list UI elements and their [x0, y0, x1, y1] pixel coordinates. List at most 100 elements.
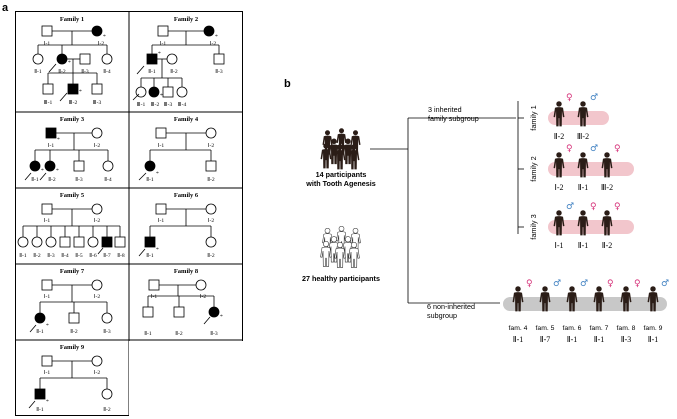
pedigree-female-affected: [148, 86, 160, 98]
label: Ⅱ-1: [146, 177, 154, 183]
family-3-label: family 3: [529, 214, 538, 239]
proband-mark: *: [41, 168, 44, 174]
label: Ⅰ-1: [160, 41, 167, 47]
sex-symbol: ♀: [634, 279, 641, 289]
member-id: Ⅱ-3: [621, 335, 632, 344]
healthy-crowd-icon: [320, 226, 361, 268]
label: Ⅱ-2: [103, 407, 111, 413]
proband-mark: *: [46, 399, 49, 405]
label: Ⅲ-1: [137, 102, 146, 108]
sex-symbol: ♀: [590, 202, 597, 212]
label: Ⅰ-2: [94, 370, 101, 376]
pedigree-female-affected: [203, 25, 215, 37]
sex-symbol: ♀: [614, 144, 621, 154]
pedigree-family-1: Family 1: [32, 16, 113, 102]
pedigree-family-2: Family 2: [132, 16, 225, 101]
label: Ⅰ-2: [98, 41, 105, 47]
label: Ⅰ-1: [151, 294, 158, 300]
member-id: Ⅱ-7: [540, 335, 551, 344]
label: Ⅱ-2: [33, 253, 41, 259]
label: Ⅱ-2: [175, 331, 183, 337]
label: Ⅰ-2: [94, 143, 101, 149]
proband-mark: *: [57, 137, 60, 143]
label: Ⅱ-1: [19, 253, 27, 259]
family-3-highlight: [548, 220, 634, 234]
proband-mark: *: [215, 34, 218, 40]
pedigree-family-3: Family 3: [24, 116, 114, 181]
label: Ⅰ-1: [48, 143, 55, 149]
pedigree-family-4: Family 4: [138, 116, 217, 181]
fam-label: fam. 9: [644, 325, 663, 332]
label: Ⅱ-1: [148, 69, 156, 75]
sex-symbol: ♀: [566, 144, 573, 154]
label: Ⅲ-1: [44, 100, 53, 106]
family-4-title: Family 4: [174, 116, 199, 123]
label: Ⅱ-3: [75, 177, 83, 183]
label: Ⅲ-4: [178, 102, 187, 108]
pedigree-family-7: Family 7: [29, 268, 113, 333]
member-id: Ⅱ-2: [554, 132, 565, 141]
label: Ⅱ-2: [70, 329, 78, 335]
noninherited-group: ♀ ♂ ♂ ♀ ♀ ♂ fam. 4 fam. 5 fam. 6 fam. 7 …: [503, 279, 669, 344]
sex-symbol: ♂: [590, 144, 598, 154]
pedigree-male-affected: [144, 236, 156, 248]
member-id: Ⅲ-2: [577, 132, 589, 141]
proband-mark: *: [56, 168, 59, 174]
label: Ⅰ-1: [44, 370, 51, 376]
member-id: Ⅱ-1: [578, 183, 589, 192]
proband-mark: *: [160, 93, 163, 99]
pedigree-family-5: Family 5: [17, 192, 126, 255]
label: Ⅰ-2: [94, 294, 101, 300]
family-8-title: Family 8: [174, 268, 199, 275]
label: Ⅱ-1: [31, 177, 39, 183]
member-id: Ⅱ-1: [594, 335, 605, 344]
label: Ⅱ-3: [215, 69, 223, 75]
label: Ⅱ-7: [103, 253, 111, 259]
fam-label: fam. 7: [590, 325, 609, 332]
proband-mark: *: [103, 34, 106, 40]
panel-label-b: b: [284, 78, 291, 90]
pedigree-family-9: Family 9: [28, 344, 113, 409]
pedigree-family-6: Family 6: [138, 192, 217, 257]
family-2-highlight: [548, 162, 634, 176]
noninherited-band: [503, 297, 667, 311]
pedigree-female-affected: [56, 53, 68, 65]
fam-label: fam. 4: [509, 325, 528, 332]
label: Ⅱ-6: [89, 253, 97, 259]
family-1-title: Family 1: [60, 16, 84, 23]
label: Ⅱ-4: [103, 69, 111, 75]
member-id: Ⅱ-1: [513, 335, 524, 344]
participants-line2: with Tooth Agenesis: [305, 179, 375, 188]
label: Ⅰ-2: [208, 143, 215, 149]
noninherited-line1: 6 non-inherited: [427, 302, 475, 311]
label: Ⅰ-2: [94, 218, 101, 224]
proband-mark: *: [156, 247, 159, 253]
sex-symbol: ♀: [526, 279, 533, 289]
sex-symbol: ♂: [661, 279, 669, 289]
label: Ⅱ-3: [81, 69, 89, 75]
label: Ⅱ-2: [207, 253, 215, 259]
label: Ⅱ-1: [34, 69, 42, 75]
fam-label: fam. 5: [536, 325, 555, 332]
label: Ⅰ-2: [200, 294, 207, 300]
inherited-line2: family subgroup: [428, 114, 479, 123]
affected-crowd-icon: [320, 128, 361, 170]
label: Ⅰ-1: [44, 294, 51, 300]
proband-mark: *: [68, 60, 71, 66]
label: Ⅱ-4: [104, 177, 112, 183]
member-id: Ⅱ-2: [602, 241, 613, 250]
label: Ⅲ-3: [93, 100, 102, 106]
label: Ⅱ-1: [144, 331, 152, 337]
healthy-participants: 27 healthy participants: [302, 274, 380, 283]
label: Ⅰ-2: [210, 41, 217, 47]
pedigree-female-affected: [144, 160, 156, 172]
label: Ⅱ-3: [47, 253, 55, 259]
sex-symbol: ♂: [553, 279, 561, 289]
pedigree-female-affected: [44, 160, 56, 172]
label: Ⅲ-2: [151, 102, 160, 108]
label: Ⅲ-3: [164, 102, 173, 108]
pedigree-male-affected: [67, 83, 79, 95]
fam-label: fam. 6: [563, 325, 582, 332]
label: Ⅱ-4: [61, 253, 69, 259]
family-5-title: Family 5: [60, 192, 85, 199]
